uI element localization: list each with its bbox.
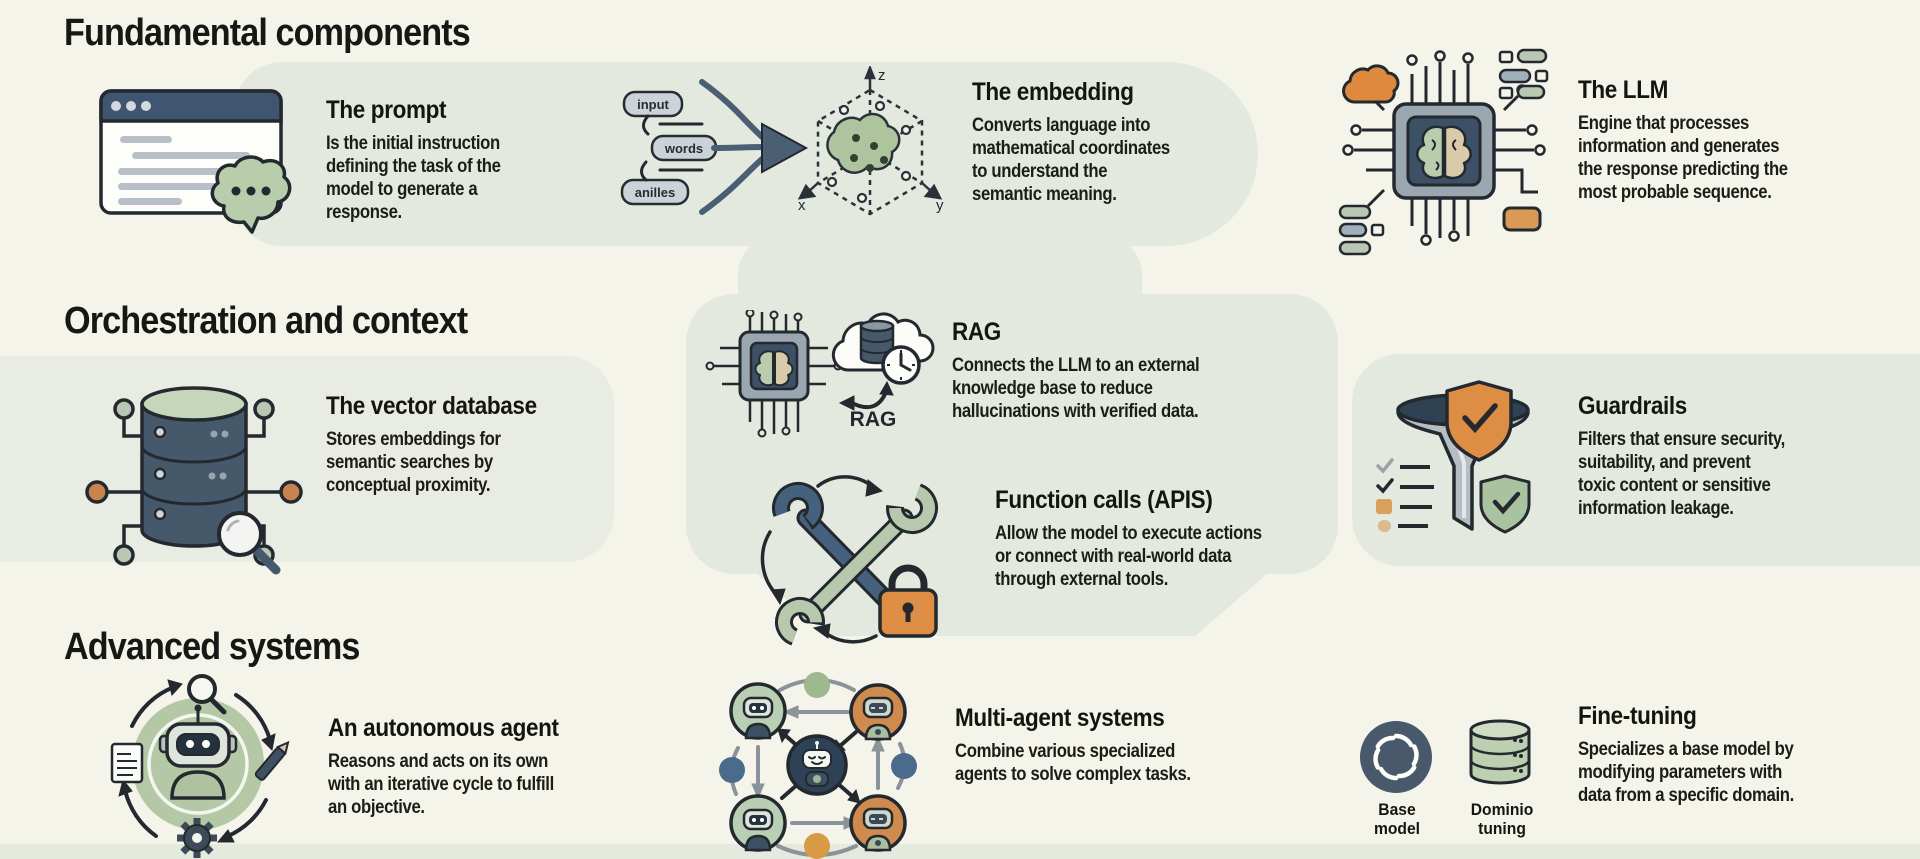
- item-prompt-title: The prompt: [326, 96, 447, 124]
- section-title-advanced: Advanced systems: [64, 626, 360, 668]
- vector-database-icon: [85, 386, 303, 575]
- cloud-icon: [1342, 64, 1400, 104]
- item-agent-title: An autonomous agent: [328, 714, 559, 742]
- function-calls-icon: [760, 475, 938, 647]
- band-bottom-strip: [0, 844, 1920, 859]
- item-llm-desc: Engine that processes information and ge…: [1578, 113, 1788, 203]
- gear-icon: [177, 818, 217, 858]
- item-embedding-title: The embedding: [972, 78, 1134, 106]
- clock-icon: [881, 345, 921, 385]
- shield-orange-icon: [1445, 380, 1513, 462]
- item-embedding-desc: Converts language into mathematical coor…: [972, 115, 1170, 205]
- magnifier-icon: [187, 674, 227, 715]
- document-icon: [110, 742, 144, 784]
- item-fine-tuning-desc: Specializes a base model by modifying pa…: [1578, 739, 1794, 806]
- exchange-arrow-icon: [838, 380, 894, 411]
- item-function-calls-desc: Allow the model to execute actions or co…: [995, 523, 1262, 590]
- item-fine-tuning: Fine-tuning Specializes a base model by …: [1578, 702, 1823, 807]
- section-title-orchestration: Orchestration and context: [64, 300, 468, 342]
- robot-icon: [158, 704, 238, 800]
- item-function-calls: Function calls (APIS) Allow the model to…: [995, 486, 1298, 591]
- agent-orange-icon: [849, 683, 907, 741]
- domain-tuning-caption: Dominio tuning: [1470, 800, 1534, 838]
- item-fine-tuning-title: Fine-tuning: [1578, 702, 1697, 730]
- checklist-icon: [1376, 458, 1434, 532]
- item-guardrails-desc: Filters that ensure security, suitabilit…: [1578, 429, 1785, 519]
- lock-icon: [878, 564, 938, 638]
- item-prompt: The prompt Is the initial instruction de…: [326, 96, 524, 224]
- item-vector-db: The vector database Stores embeddings fo…: [326, 392, 560, 497]
- rag-icon: RAG: [705, 310, 935, 438]
- guardrails-icon: [1376, 380, 1531, 534]
- item-rag-desc: Connects the LLM to an external knowledg…: [952, 355, 1200, 422]
- item-multi-agent: Multi-agent systems Combine various spec…: [955, 704, 1223, 786]
- item-guardrails-title: Guardrails: [1578, 392, 1687, 420]
- autonomous-agent-icon: [110, 674, 290, 858]
- speech-bubble-icon: [210, 155, 292, 234]
- band-vector-db: [0, 356, 614, 562]
- item-vector-db-desc: Stores embeddings for semantic searches …: [326, 429, 501, 496]
- domain-database-icon: [1469, 719, 1531, 785]
- item-function-calls-title: Function calls (APIS): [995, 486, 1213, 514]
- embedding-label-anilles: anilles: [635, 185, 675, 200]
- item-llm-title: The LLM: [1578, 76, 1668, 104]
- embedding-label-input: input: [637, 97, 669, 112]
- item-rag: RAG Connects the LLM to an external know…: [952, 318, 1233, 423]
- item-llm: The LLM Engine that processes informatio…: [1578, 76, 1816, 204]
- item-agent: An autonomous agent Reasons and acts on …: [328, 714, 585, 819]
- embedding-label-words: words: [664, 141, 703, 156]
- axis-label-z: z: [878, 67, 886, 84]
- agent-center-icon: [786, 734, 848, 796]
- axis-label-x: x: [798, 197, 806, 214]
- magnifier-icon: [217, 511, 281, 575]
- axis-label-y: y: [936, 197, 944, 214]
- multi-agent-icon: [719, 672, 917, 859]
- prompt-icon: [99, 89, 292, 234]
- base-model-caption: Base model: [1373, 800, 1421, 838]
- agent-green-icon: [729, 682, 787, 740]
- embedding-icon: input words anilles: [620, 66, 944, 216]
- item-rag-title: RAG: [952, 318, 1001, 346]
- agent-green-icon: [729, 794, 787, 852]
- item-multi-agent-title: Multi-agent systems: [955, 704, 1165, 732]
- rag-icon-label: RAG: [850, 408, 897, 431]
- pencil-icon: [254, 740, 290, 781]
- llm-chip-icon: [1338, 48, 1549, 256]
- vector-cloud-icon: [826, 112, 901, 174]
- item-multi-agent-desc: Combine various specialized agents to so…: [955, 741, 1191, 785]
- band-row1: [234, 62, 1258, 246]
- shield-green-icon: [1479, 474, 1531, 534]
- item-guardrails: Guardrails Filters that ensure security,…: [1578, 392, 1813, 520]
- item-agent-desc: Reasons and acts on its own with an iter…: [328, 751, 554, 818]
- arrow-icon: [699, 79, 809, 215]
- openai-logo-icon: [1360, 721, 1432, 793]
- fine-tuning-icon: [1360, 719, 1531, 793]
- item-vector-db-title: The vector database: [326, 392, 537, 420]
- brain-icon: [1416, 125, 1472, 180]
- wrench-green-icon: [775, 481, 938, 647]
- agent-orange-icon: [849, 794, 907, 852]
- item-embedding: The embedding Converts language into mat…: [972, 78, 1197, 206]
- item-prompt-desc: Is the initial instruction defining the …: [326, 133, 501, 223]
- section-title-fundamental: Fundamental components: [64, 12, 471, 54]
